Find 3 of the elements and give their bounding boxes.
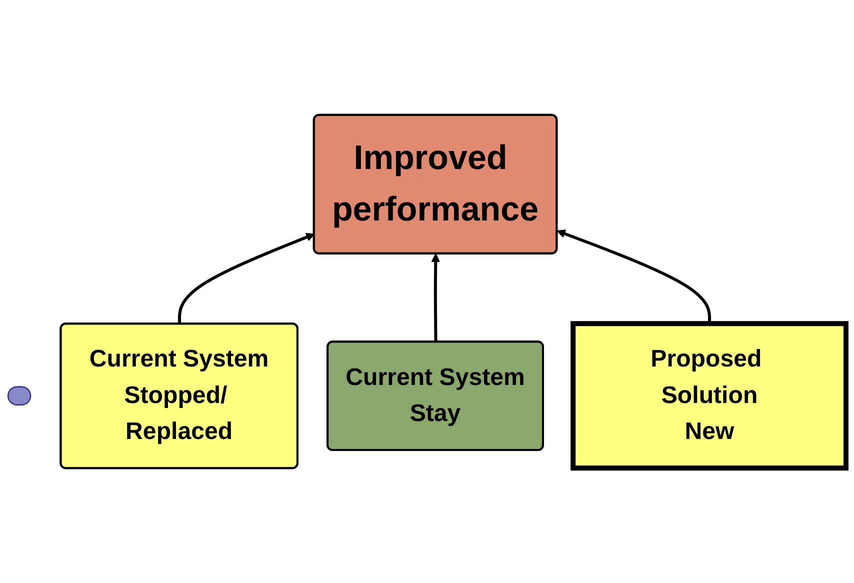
- arrow: [178, 232, 315, 324]
- node-box: Proposed Solution New: [570, 321, 848, 471]
- arrow: [431, 253, 440, 342]
